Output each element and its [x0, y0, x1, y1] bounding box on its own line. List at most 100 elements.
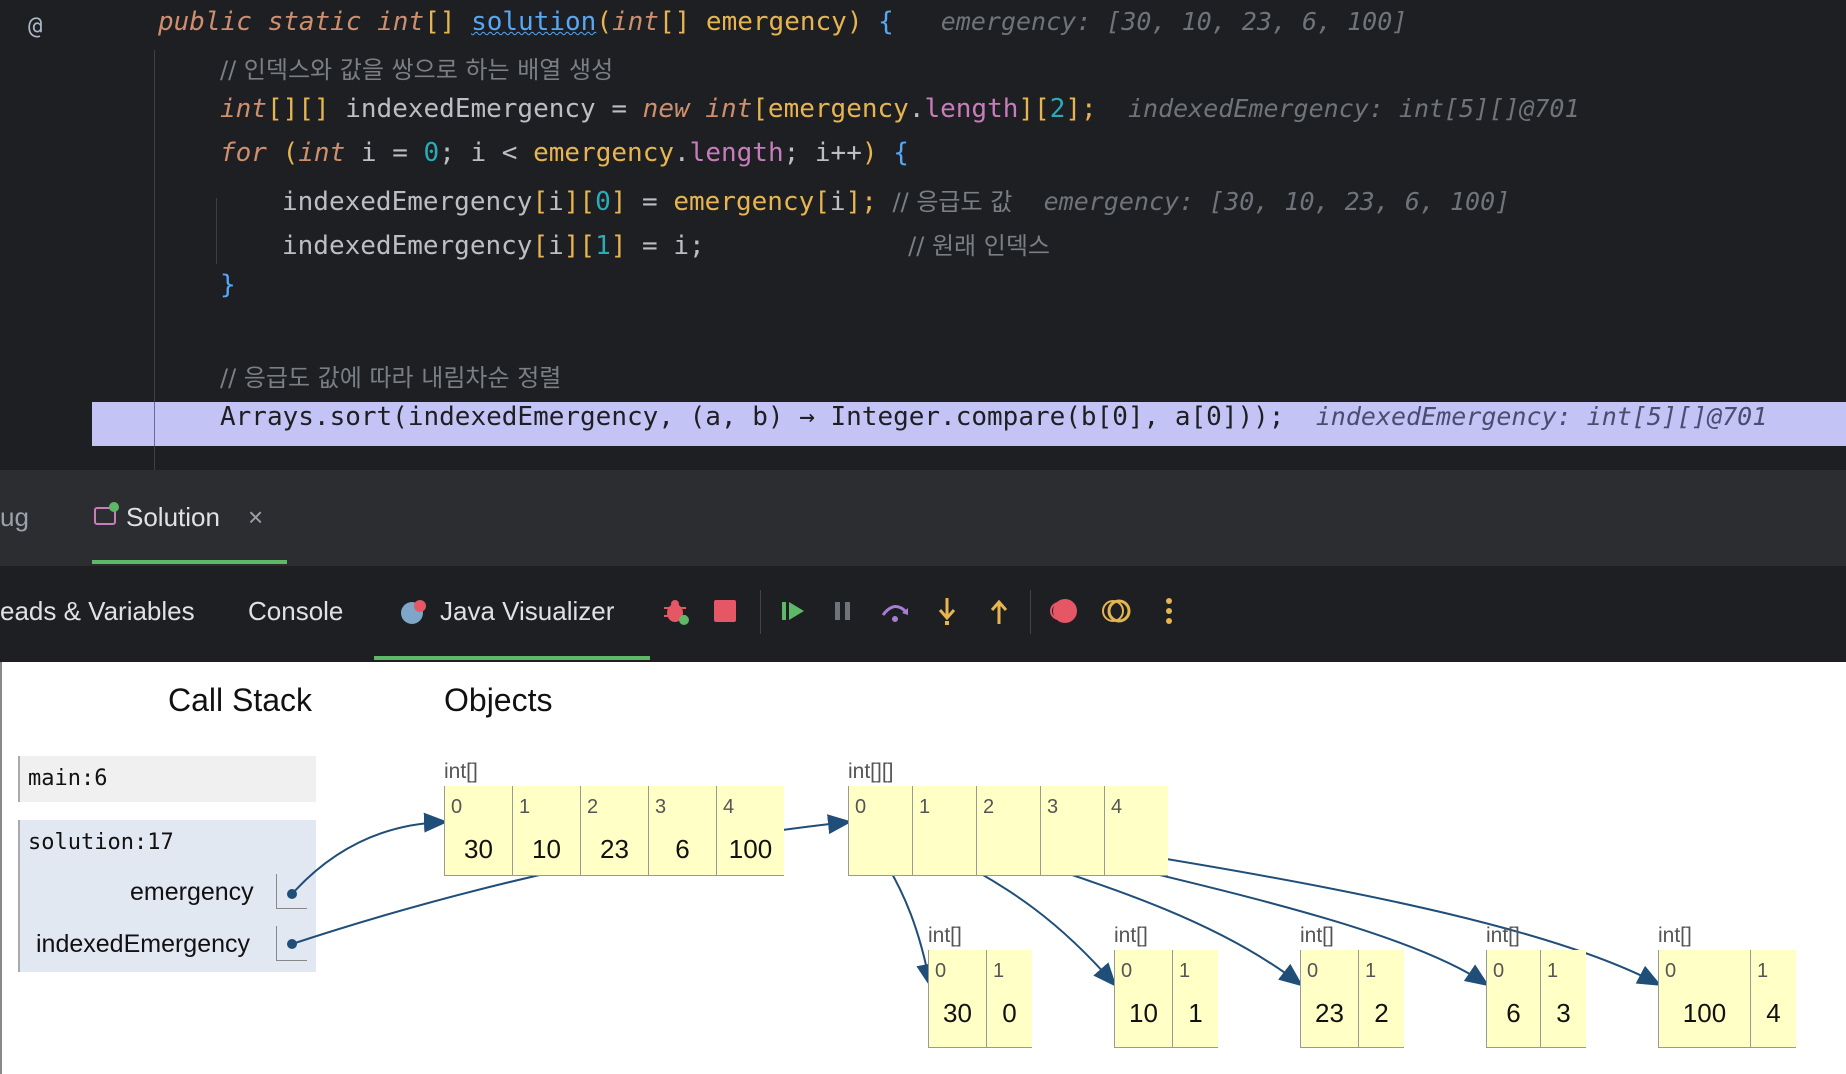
array-value: 30	[464, 834, 493, 864]
java-visualizer-panel: Call Stack Objects main:6 solution:17 em…	[0, 662, 1846, 1074]
comment: // 인덱스와 값을 쌍으로 하는 배열 생성	[220, 56, 614, 84]
mute-breakpoints-icon[interactable]	[1100, 594, 1134, 628]
comment: // 응급도 값에 따라 내림차순 정렬	[220, 364, 562, 392]
more-icon[interactable]	[1152, 594, 1186, 628]
paren: (	[282, 138, 299, 168]
array-value: 4	[1766, 998, 1781, 1028]
step-out-icon[interactable]	[982, 594, 1016, 628]
number: 0	[423, 138, 440, 168]
type: int	[611, 7, 659, 37]
array-type-label: int[]	[1114, 924, 1148, 947]
code-line-4[interactable]: for (int i = 0; i < emergency.length; i+…	[220, 138, 909, 182]
code-line-7[interactable]: }	[220, 270, 236, 314]
override-gutter-icon[interactable]: @	[28, 12, 43, 40]
bracket: [	[752, 94, 768, 124]
array-index: 1	[919, 796, 931, 818]
variable: i	[548, 187, 564, 217]
array-index: 4	[1111, 796, 1123, 818]
array-index: 0	[1307, 960, 1319, 982]
array-type-label: int[]	[1658, 924, 1692, 947]
array-index: 3	[655, 796, 667, 818]
debug-toolbar: eads & Variables Console Java Visualizer	[0, 566, 1846, 662]
array-value: 6	[675, 834, 690, 864]
pause-icon[interactable]	[826, 594, 860, 628]
tab-java-visualizer[interactable]: Java Visualizer	[440, 596, 615, 626]
bracket: ][	[563, 187, 596, 217]
array-value: 30	[943, 998, 972, 1028]
debug-restart-icon[interactable]	[658, 594, 692, 628]
array-value: 0	[1002, 998, 1017, 1028]
array-index: 0	[1665, 960, 1677, 982]
code-line-9[interactable]: // 응급도 값에 따라 내림차순 정렬	[220, 358, 561, 402]
type: int	[220, 94, 267, 124]
variable: emergency	[767, 94, 909, 124]
resume-icon[interactable]	[776, 594, 810, 628]
frame-label: solution:17	[28, 830, 174, 855]
comment: // 응급도 값	[892, 188, 1013, 216]
parameter: emergency	[705, 7, 847, 37]
inline-value-hint: emergency: [30, 10, 23, 6, 100]	[940, 7, 1408, 36]
keyword: public static	[158, 7, 362, 37]
code-line-1[interactable]: public static int[] solution(int[] emerg…	[158, 7, 1407, 51]
objects-title: Objects	[444, 682, 553, 718]
indent-guide	[216, 198, 217, 264]
stop-icon[interactable]	[708, 594, 742, 628]
array-index: 1	[993, 960, 1005, 982]
type: int	[705, 94, 753, 124]
field: length	[689, 138, 784, 168]
tab-solution[interactable]: Solution	[126, 502, 220, 532]
code-line-2[interactable]: // 인덱스와 값을 쌍으로 하는 배열 생성	[220, 50, 613, 94]
variable: emergency	[673, 187, 815, 217]
code-text: ; i++	[783, 138, 862, 168]
stack-frame-main[interactable]: main:6	[18, 756, 316, 802]
outer-array-cell: 0	[848, 786, 912, 876]
method-name[interactable]: solution	[471, 7, 597, 37]
tab-console[interactable]: Console	[248, 596, 344, 626]
brace: {	[893, 138, 909, 168]
active-tab-indicator	[92, 560, 287, 564]
array-index: 1	[1547, 960, 1559, 982]
close-tab-icon[interactable]: ×	[248, 502, 264, 532]
array-index: 0	[935, 960, 947, 982]
indent-guide	[154, 402, 155, 446]
number: 0	[595, 187, 611, 217]
tab-threads-variables[interactable]: eads & Variables	[0, 596, 195, 626]
java-visualizer-icon	[398, 596, 430, 632]
array-value: 3	[1556, 998, 1571, 1028]
operator: =	[642, 187, 658, 217]
code-line-10[interactable]: Arrays.sort(indexedEmergency, (a, b) → I…	[220, 402, 1767, 446]
bracket: ];	[1065, 94, 1097, 124]
field: length	[924, 94, 1019, 124]
current-execution-line-highlight	[92, 402, 1846, 446]
code-editor[interactable]: @ public static int[] solution(int[] eme…	[0, 0, 1846, 470]
brackets: [][]	[266, 94, 330, 124]
stack-frame-solution[interactable]: solution:17	[18, 820, 316, 972]
code-line-6[interactable]: indexedEmergency[i][1] = i; // 원래 인덱스	[282, 226, 1050, 270]
step-into-icon[interactable]	[930, 594, 964, 628]
paren: )	[846, 7, 863, 37]
view-breakpoints-icon[interactable]	[1048, 594, 1082, 628]
bracket: [	[532, 231, 549, 261]
array-index: 3	[1047, 796, 1059, 818]
array-index: 0	[1493, 960, 1505, 982]
code-line-5[interactable]: indexedEmergency[i][0] = emergency[i]; /…	[282, 182, 1510, 226]
code-line-3[interactable]: int[][] indexedEmergency = new int[emerg…	[220, 94, 1580, 138]
bracket: ][	[1018, 94, 1050, 124]
array-index: 2	[983, 796, 995, 818]
step-over-icon[interactable]	[878, 594, 912, 628]
var-indexed-emergency-label: indexedEmergency	[36, 930, 251, 958]
array-value: 2	[1374, 998, 1389, 1028]
indent-guide	[154, 50, 155, 470]
variable: indexedEmergency	[345, 94, 596, 124]
array-value: 100	[728, 834, 773, 864]
array-index: 1	[1757, 960, 1769, 982]
var-emergency-label: emergency	[130, 878, 254, 906]
array-index: 0	[1121, 960, 1133, 982]
